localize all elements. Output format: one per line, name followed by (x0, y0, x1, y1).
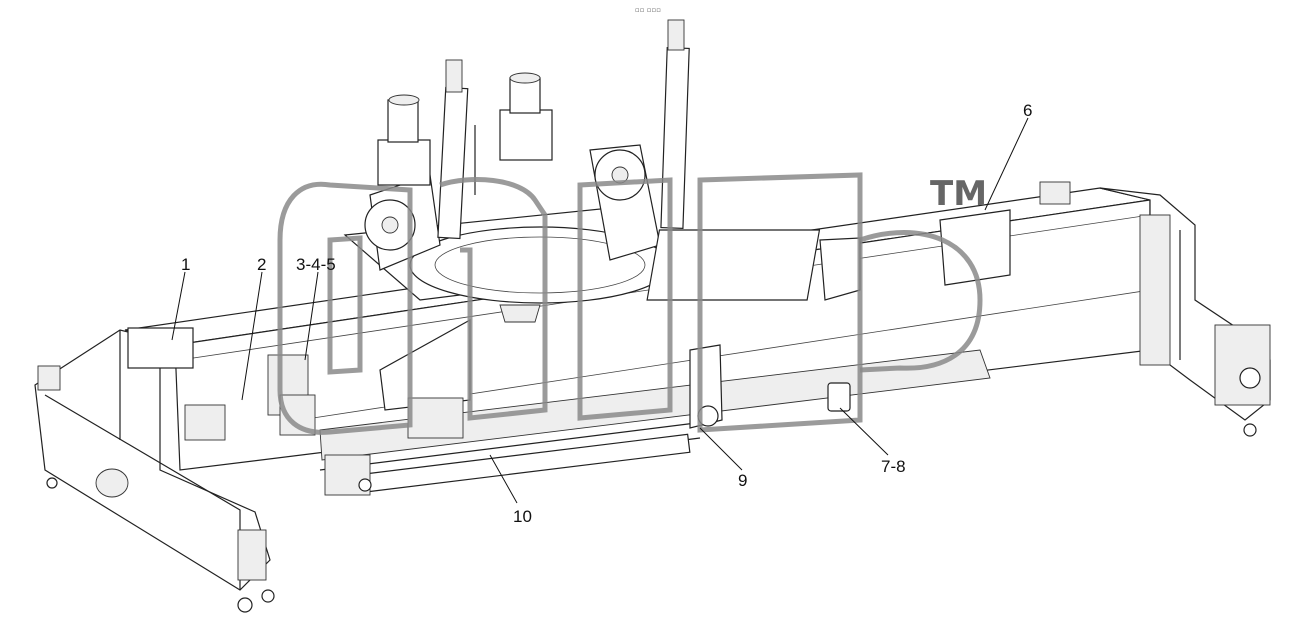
callout-1: 1 (181, 255, 190, 274)
rotator-assembly (343, 19, 690, 304)
callout-3-4-5: 3-4-5 (296, 255, 336, 274)
callout-7-8: 7-8 (881, 457, 906, 476)
watermark: TM (277, 172, 987, 435)
right-end-beam (1039, 181, 1271, 437)
callout-2: 2 (257, 255, 266, 274)
side-shift-frame (267, 209, 1011, 496)
left-end-beam (34, 327, 275, 613)
leader-lines (171, 117, 1029, 504)
watermark-tm: TM (930, 174, 987, 214)
header-small-text: ▫▫ ▫▫▫ (635, 6, 661, 14)
callout-10: 10 (513, 507, 532, 526)
callout-9: 9 (738, 471, 747, 490)
callout-6: 6 (1023, 101, 1032, 120)
